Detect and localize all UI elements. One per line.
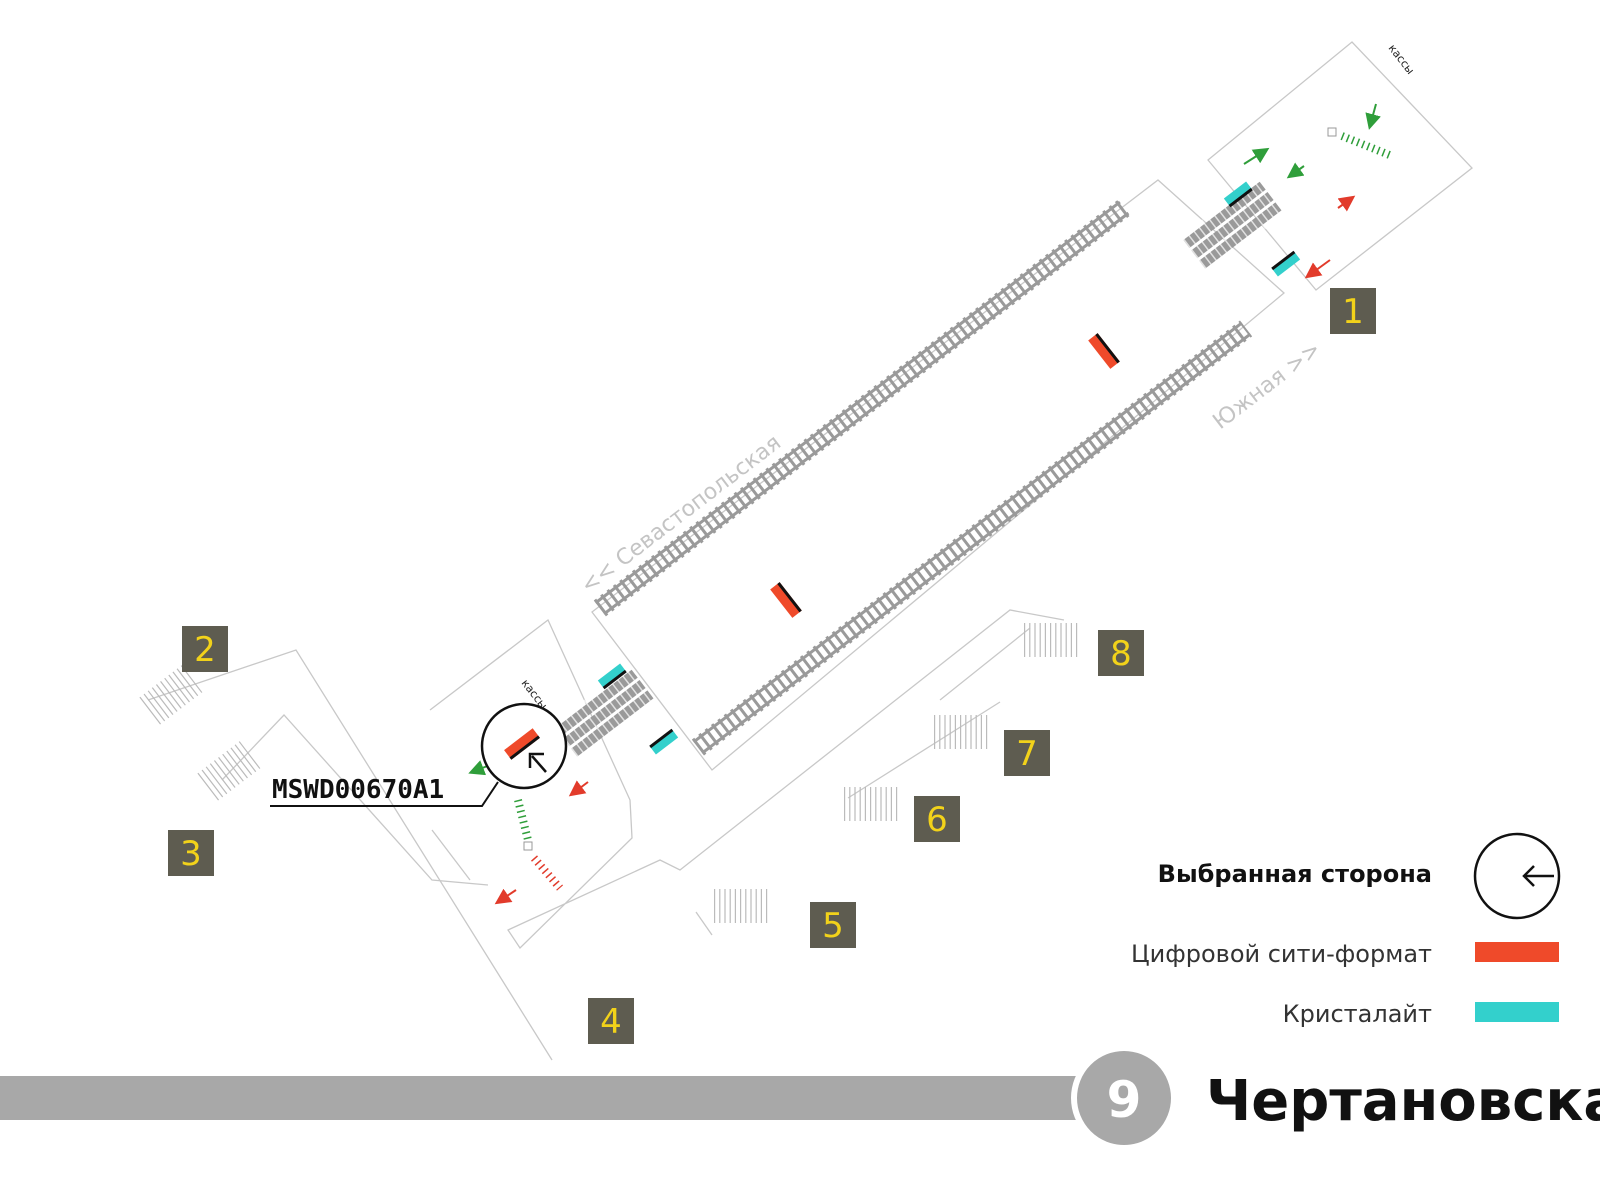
selected-side-circle [1473,832,1561,920]
legend-digital-city-format-swatch [1475,942,1559,962]
exit-7-number: 7 [1016,734,1038,774]
exit-6[interactable]: 6 [914,796,960,842]
exit-1[interactable]: 1 [1330,288,1376,334]
selected-code-label: MSWD00670A1 [272,775,444,805]
arrow-up-left-icon [528,752,547,773]
metro-line-bar: 9 Чертановская [0,1045,1600,1151]
track-south [691,320,1253,756]
exit-1-number: 1 [1342,292,1364,332]
exit-5[interactable]: 5 [810,902,856,948]
legend-crystallite-label: Кристалайт [1283,1000,1432,1028]
turnstiles [514,127,1394,891]
exit-6-number: 6 [926,800,948,840]
legend-selected-side-label: Выбранная сторона [1158,860,1432,888]
crystallite-marker[interactable] [1223,181,1253,208]
exit-4-number: 4 [600,1002,622,1042]
direction-north-label: << Севастопольская [576,430,785,598]
escalator-icon [552,665,657,761]
digital-city-format-marker[interactable] [1088,333,1120,369]
station-name: Чертановская [1206,1069,1600,1134]
legend-crystallite-swatch [1475,1002,1559,1022]
exit-8-number: 8 [1110,634,1132,674]
exit-2-number: 2 [194,630,216,670]
exit-5-number: 5 [822,906,844,946]
crystallite-marker[interactable] [649,728,679,755]
escalator-icon [1180,177,1285,273]
crystallite-marker[interactable] [1271,250,1301,277]
digital-city-format-marker[interactable] [770,582,802,618]
exit-3-number: 3 [180,834,202,874]
legend-digital-city-format-label: Цифровой сити-формат [1131,940,1432,968]
exit-8[interactable]: 8 [1098,630,1144,676]
exit-3[interactable]: 3 [168,830,214,876]
exit-2[interactable]: 2 [182,626,228,672]
arrow-left-icon [1522,865,1554,887]
selected-carrier[interactable]: MSWD00670A1 [270,702,568,807]
track-north [593,199,1131,617]
flow-arrows [468,103,1381,905]
crystallite-marker[interactable] [597,663,627,690]
line-number: 9 [1107,1071,1142,1129]
legend: Выбранная сторона Цифровой сити-формат К… [1131,832,1561,1028]
exit-4[interactable]: 4 [588,998,634,1044]
kassy-label-north: кассы [1386,42,1417,77]
exit-7[interactable]: 7 [1004,730,1050,776]
